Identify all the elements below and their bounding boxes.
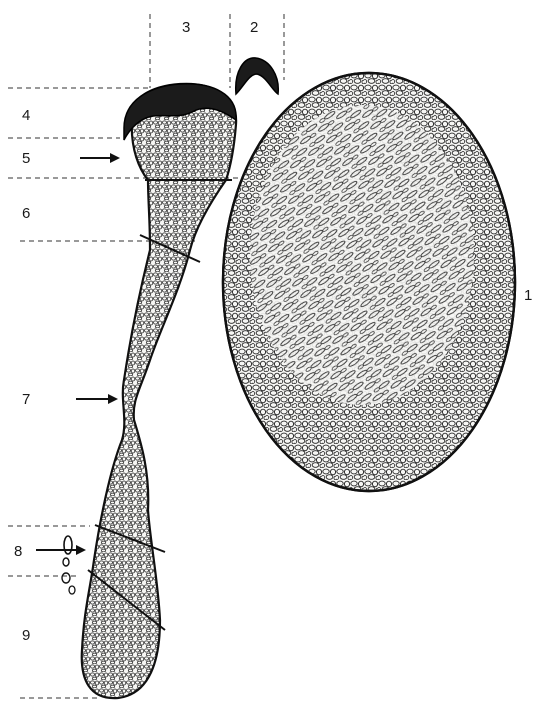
label-9: 9 [22,627,30,644]
label-8: 8 [14,543,22,560]
small-dark-cap [236,58,279,94]
label-1: 1 [524,287,532,304]
arrow-7 [76,394,118,404]
side-cells [62,536,75,594]
label-4: 4 [22,107,30,124]
large-oval-body [223,73,515,491]
label-6: 6 [22,205,30,222]
label-7: 7 [22,391,30,408]
elongated-stalk [82,84,236,698]
arrow-5 [80,153,120,163]
label-2: 2 [250,19,258,36]
arrow-8 [36,545,86,555]
label-3: 3 [182,19,190,36]
label-5: 5 [22,150,30,167]
